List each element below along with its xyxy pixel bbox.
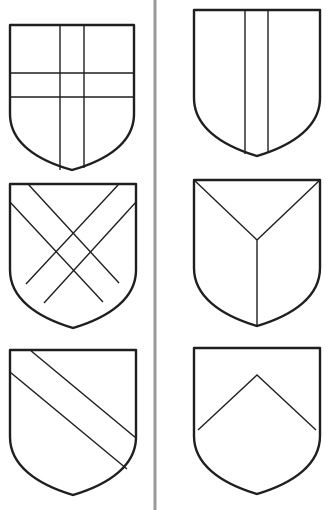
shield-bend (10, 350, 136, 495)
shield-outline (194, 10, 320, 156)
shield-chevron (194, 348, 320, 494)
shield-cross (10, 25, 134, 170)
shield-outline (10, 184, 136, 328)
shield-pall-inverted (194, 180, 320, 326)
shield-pale (194, 10, 320, 156)
shield-saltire (10, 184, 136, 328)
shield-outline (194, 348, 320, 494)
